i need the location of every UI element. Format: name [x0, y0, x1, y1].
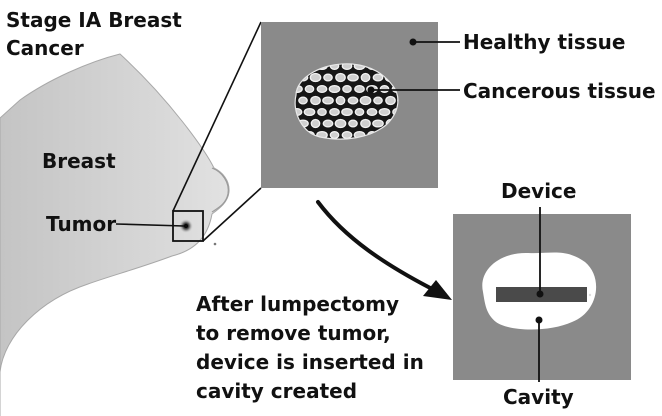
- tissue-cell: [317, 86, 326, 93]
- tissue-cell: [311, 120, 319, 128]
- diagram-title: Stage IA Breast Cancer: [6, 6, 182, 62]
- tissue-cell: [323, 120, 332, 127]
- cancerous-tissue-label: Cancerous tissue: [463, 78, 656, 104]
- tissue-cell: [386, 97, 395, 105]
- tissue-cell: [349, 120, 357, 127]
- caption-line-2: to remove tumor,: [196, 319, 424, 348]
- caption-line-4: cavity created: [196, 377, 424, 406]
- tissue-cell: [335, 120, 345, 128]
- tissue-cell: [355, 109, 363, 116]
- tissue-cell: [318, 109, 326, 116]
- tissue-cell: [305, 86, 313, 93]
- breast-label: Breast: [42, 148, 116, 174]
- tissue-cell: [379, 109, 389, 116]
- tissue-cell: [342, 109, 352, 116]
- tissue-cell: [342, 132, 351, 139]
- tissue-cell: [367, 109, 376, 116]
- caption-line-1: After lumpectomy: [196, 290, 424, 319]
- tissue-cell: [330, 132, 338, 139]
- healthy-tissue-label: Healthy tissue: [463, 29, 625, 55]
- tissue-cell: [348, 74, 358, 81]
- tissue-cell: [311, 97, 320, 105]
- caption-line-3: device is inserted in: [196, 348, 424, 377]
- tissue-cell: [324, 74, 332, 81]
- tissue-cell: [355, 86, 364, 93]
- tissue-cell: [336, 97, 344, 105]
- tissue-cell: [299, 97, 307, 104]
- tissue-cell: [361, 120, 370, 128]
- tissue-cell: [361, 74, 369, 82]
- tumor-label: Tumor: [46, 211, 116, 237]
- tissue-cell: [310, 74, 320, 82]
- tissue-cell: [380, 86, 388, 93]
- arrow-head: [423, 280, 452, 300]
- title-line-1: Stage IA Breast: [6, 6, 182, 34]
- tissue-cell: [330, 109, 339, 116]
- tissue-cell: [348, 97, 357, 104]
- tissue-cell: [374, 97, 382, 104]
- tissue-cell: [323, 97, 333, 104]
- curved-arrow: [318, 202, 438, 292]
- procedure-caption: After lumpectomy to remove tumor, device…: [196, 290, 424, 406]
- tissue-cell: [336, 74, 345, 82]
- cavity-label: Cavity: [503, 384, 574, 410]
- tissue-cell: [343, 86, 351, 93]
- tissue-cell: [360, 97, 370, 105]
- tissue-cell: [329, 86, 339, 93]
- title-line-2: Cancer: [6, 34, 182, 62]
- device-label: Device: [501, 178, 576, 204]
- tissue-cell: [373, 120, 383, 127]
- tissue-cell: [304, 109, 314, 116]
